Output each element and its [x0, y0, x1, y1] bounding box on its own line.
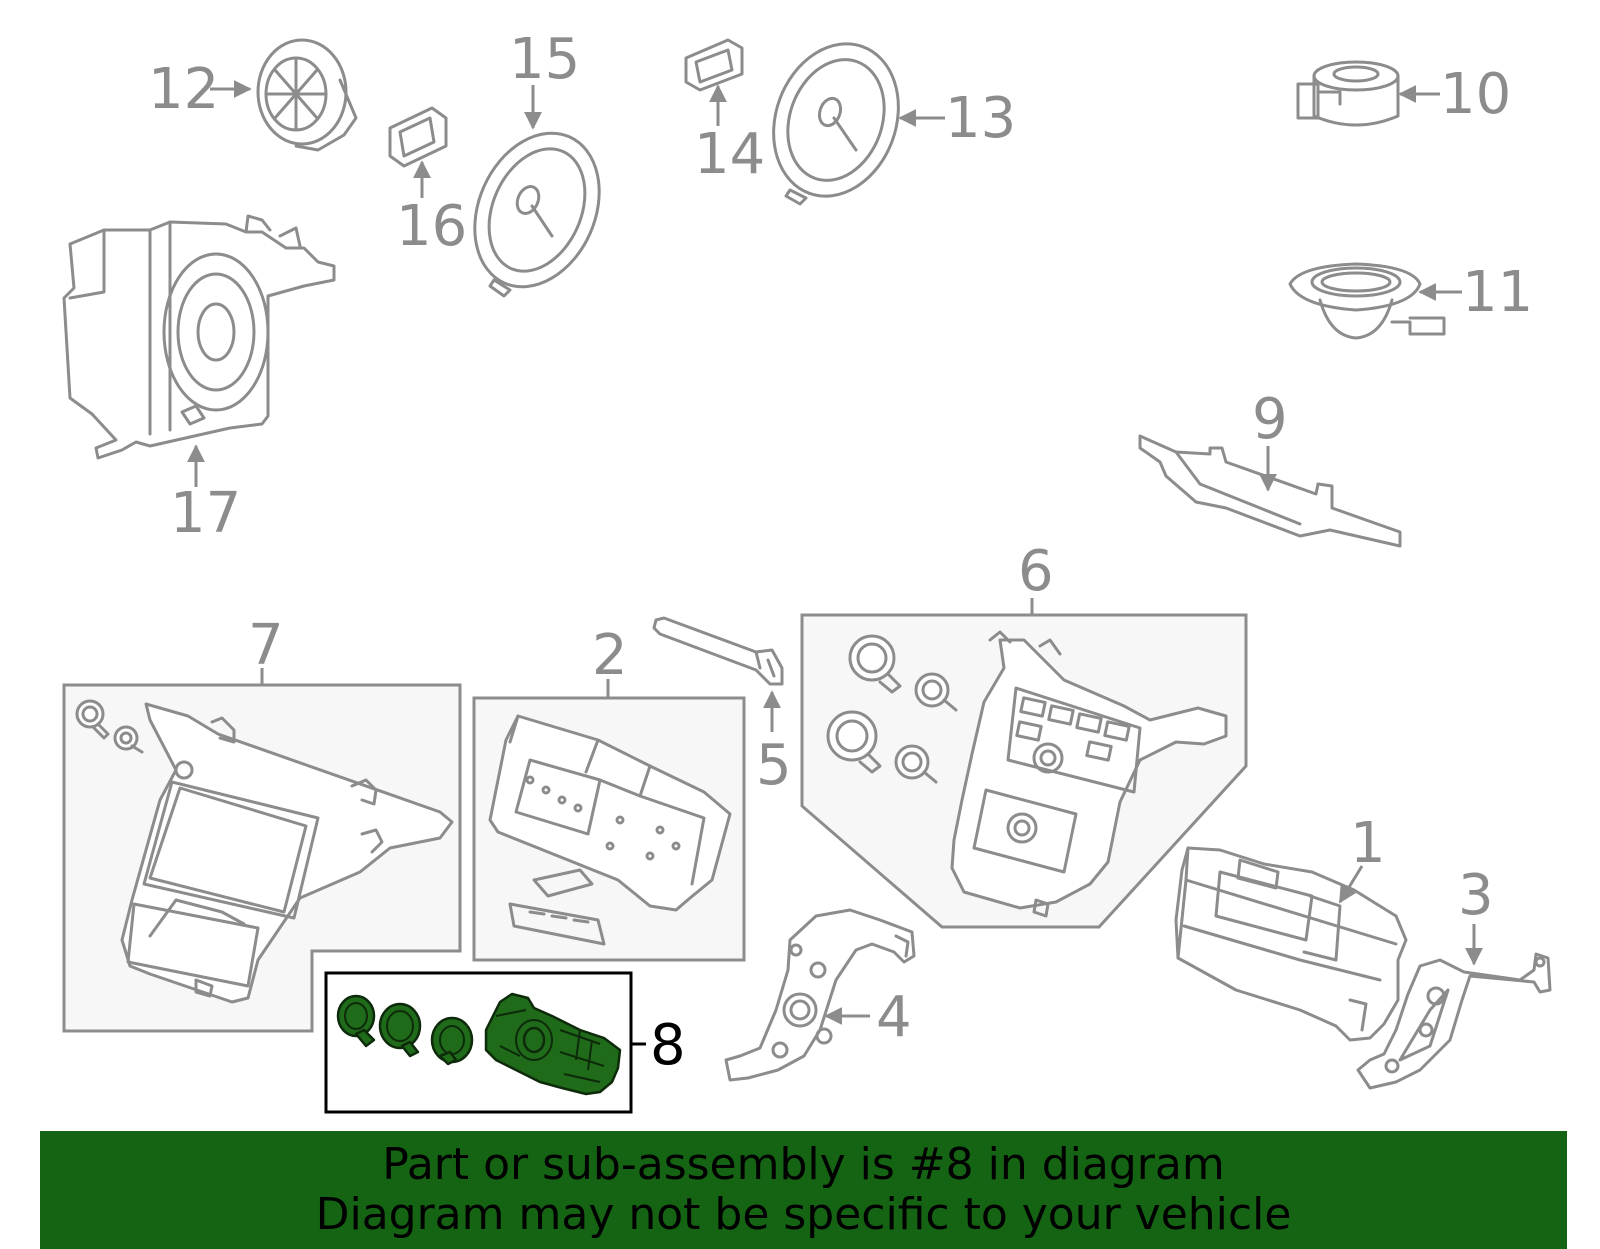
callout-3: 3 — [1458, 863, 1494, 928]
disclaimer-banner: Part or sub-assembly is #8 in diagram Di… — [40, 1131, 1567, 1249]
callout-17: 17 — [170, 481, 241, 546]
part-17-subwoofer-illustration[interactable] — [62, 214, 336, 460]
part-6-control-panel-illustration[interactable] — [826, 630, 1228, 918]
part-7-display-bezel-illustration[interactable] — [75, 699, 454, 1004]
callout-7: 7 — [248, 613, 284, 678]
part-9-bracket-illustration[interactable] — [1138, 434, 1402, 548]
callout-14: 14 — [694, 122, 765, 187]
part-2-audio-unit-illustration[interactable] — [488, 714, 732, 946]
part-1-radio-unit-illustration[interactable] — [1174, 846, 1408, 1042]
part-3-bracket-illustration[interactable] — [1356, 952, 1552, 1090]
part-12-tweeter-illustration[interactable] — [256, 38, 358, 152]
part-11-speaker-illustration[interactable] — [1288, 262, 1446, 340]
callout-15: 15 — [509, 27, 580, 92]
part-15-speaker-illustration[interactable] — [451, 113, 622, 306]
callout-13: 13 — [945, 86, 1016, 151]
part-8-climate-control-illustration[interactable] — [336, 992, 622, 1096]
callout-16: 16 — [396, 194, 467, 259]
callout-12: 12 — [148, 57, 219, 122]
callout-9: 9 — [1252, 387, 1288, 452]
callout-2: 2 — [592, 623, 628, 688]
part-10-speaker-illustration[interactable] — [1296, 60, 1400, 127]
part-14-grommet-illustration[interactable] — [684, 38, 744, 92]
callout-5: 5 — [756, 733, 792, 798]
callout-1: 1 — [1350, 811, 1386, 876]
part-16-grommet-illustration[interactable] — [388, 106, 448, 168]
part-4-bracket-illustration[interactable] — [724, 908, 916, 1082]
callout-4: 4 — [876, 985, 912, 1050]
callout-8: 8 — [650, 1013, 686, 1078]
banner-line-1: Part or sub-assembly is #8 in diagram — [382, 1139, 1225, 1190]
leader-1 — [1338, 865, 1364, 904]
part-13-speaker-illustration[interactable] — [753, 26, 919, 214]
callout-11: 11 — [1462, 260, 1533, 325]
part-5-strip-illustration[interactable] — [652, 616, 784, 686]
callout-10: 10 — [1440, 62, 1511, 127]
banner-line-2: Diagram may not be specific to your vehi… — [315, 1189, 1292, 1240]
callout-6: 6 — [1018, 539, 1054, 604]
